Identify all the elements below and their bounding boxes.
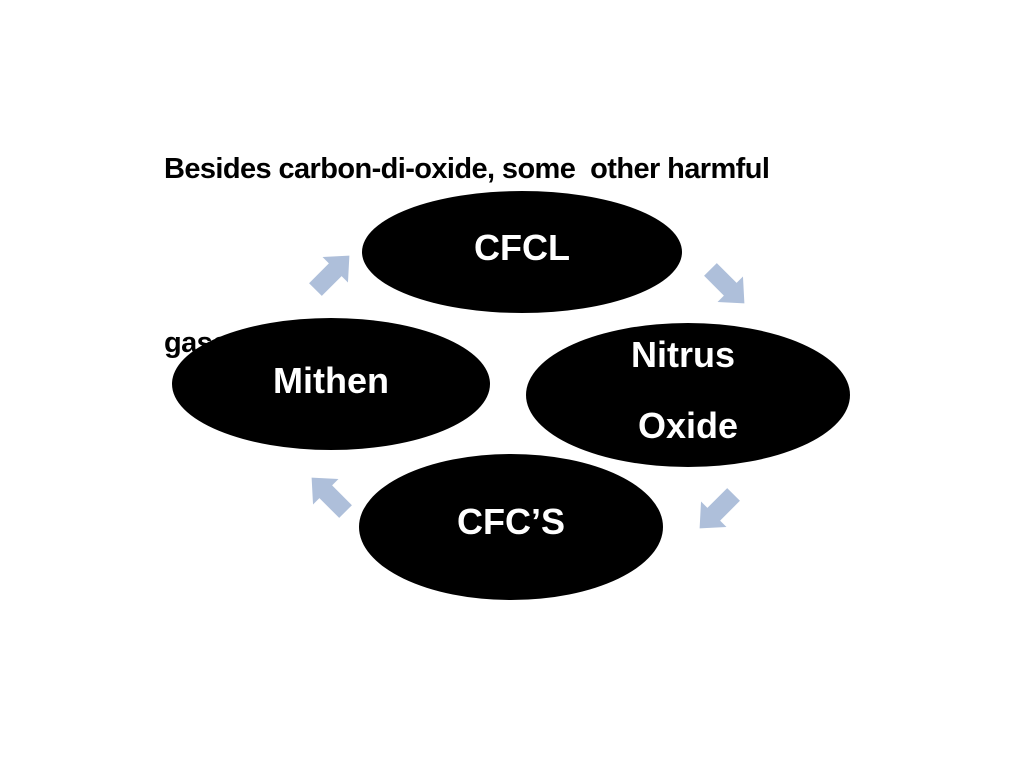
node-label-cfcl: CFCL (474, 227, 570, 268)
arrow-mithen-to-cfcl (309, 255, 350, 296)
arrow-cfcl-to-nitrus-oxide (704, 263, 745, 304)
svg-text:Nitrus Oxide: Nitrus Oxide (631, 334, 745, 446)
cycle-arrows (309, 255, 745, 529)
svg-text:CFC’S: CFC’S (457, 501, 565, 542)
cycle-node-nitrus-oxide: Nitrus Oxide (526, 323, 850, 467)
cycle-node-cfcl: CFCL (362, 191, 682, 313)
cycle-node-mithen: Mithen (172, 318, 490, 450)
node-label-cfcs: CFC’S (457, 501, 565, 542)
arrow-cfcs-to-mithen (311, 477, 352, 518)
title-line-1: Besides carbon-di-oxide, some other harm… (164, 153, 770, 185)
svg-text:Mithen: Mithen (273, 360, 389, 401)
arrow-nitrus-oxide-to-cfcs (699, 488, 740, 529)
svg-text:CFCL: CFCL (474, 227, 570, 268)
node-label-mithen: Mithen (273, 360, 389, 401)
cycle-node-cfcs: CFC’S (359, 454, 663, 600)
node-label-oxide: Oxide (638, 405, 738, 446)
node-label-nitrus: Nitrus (631, 334, 735, 375)
